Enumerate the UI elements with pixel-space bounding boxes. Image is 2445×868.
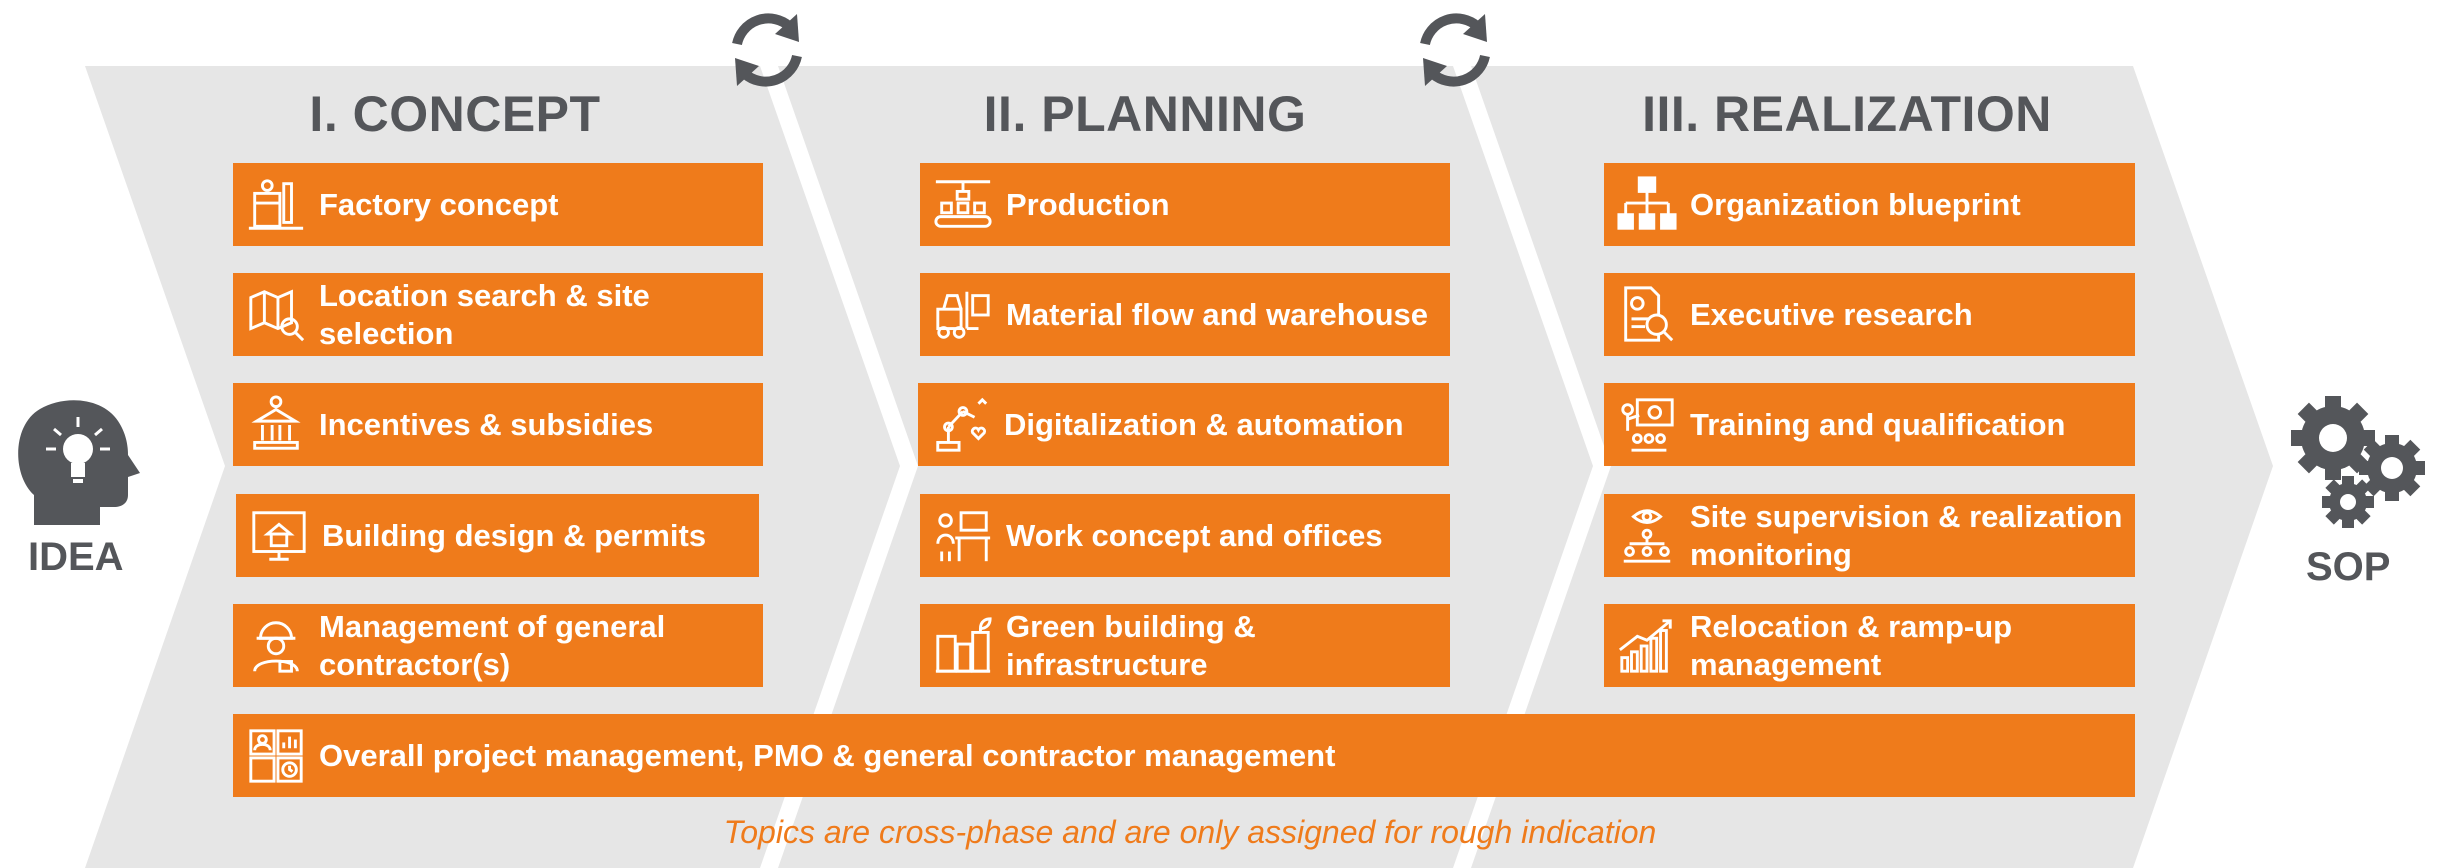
topic-box-material-flow: Material flow and warehouse xyxy=(920,273,1450,356)
topic-box-incentives: Incentives & subsidies xyxy=(233,383,763,466)
topic-box-relocation: Relocation & ramp-up management xyxy=(1604,604,2135,687)
topic-box-training: Training and qualification xyxy=(1604,383,2135,466)
training-presentation-icon xyxy=(1604,383,1690,466)
dashboard-icon xyxy=(233,714,319,797)
topic-label: Digitalization & automation xyxy=(1004,406,1404,442)
topic-box-executive-research: Executive research xyxy=(1604,273,2135,356)
topic-label: Incentives & subsidies xyxy=(319,406,654,442)
cycle-arrows-icon xyxy=(732,13,802,87)
topic-label: Material flow and warehouse xyxy=(1006,296,1429,332)
contractor-worker-icon xyxy=(233,604,319,687)
footnote: Topics are cross-phase and are only assi… xyxy=(723,814,1657,850)
topic-box-organization-blueprint: Organization blueprint xyxy=(1604,163,2135,246)
production-line-icon xyxy=(920,163,1006,246)
robot-arm-icon xyxy=(918,383,1004,466)
end-label: SOP xyxy=(2306,545,2391,589)
topic-box-site-supervision: Site supervision & realization monitorin… xyxy=(1604,494,2135,577)
map-search-icon xyxy=(233,273,319,356)
topic-box-overall-project-management: Overall project management, PMO & genera… xyxy=(233,714,2135,797)
topic-label: Site supervision & realization monitorin… xyxy=(1690,498,2123,572)
topic-box-work-concept: Work concept and offices xyxy=(920,494,1450,577)
topic-label: Organization blueprint xyxy=(1690,186,2021,222)
topic-label: Training and qualification xyxy=(1690,406,2066,442)
phase-title-planning: II. PLANNING xyxy=(983,86,1307,142)
forklift-icon xyxy=(920,273,1006,356)
topic-box-contractor-management: Management of general contractor(s) xyxy=(233,604,763,687)
topic-label: Production xyxy=(1006,186,1170,222)
topic-box-digitalization: Digitalization & automation xyxy=(918,383,1449,466)
topic-label: Relocation & ramp-up management xyxy=(1690,608,2013,682)
office-desk-icon xyxy=(920,494,1006,577)
factory-concept-icon xyxy=(233,163,319,246)
gears-icon xyxy=(2291,396,2425,528)
building-design-icon xyxy=(236,494,322,577)
ramp-up-chart-icon xyxy=(1604,604,1690,687)
topic-box-location-search: Location search & site selection xyxy=(233,273,763,356)
topic-label: Management of general contractor(s) xyxy=(319,608,666,682)
idea-head-icon xyxy=(18,400,140,525)
topic-label: Building design & permits xyxy=(322,517,707,553)
topic-label: Executive research xyxy=(1690,296,1973,332)
topic-box-factory-concept: Factory concept xyxy=(233,163,763,246)
supervision-team-icon xyxy=(1604,494,1690,577)
org-chart-icon xyxy=(1604,163,1690,246)
cycle-arrows-icon xyxy=(1420,13,1490,87)
topic-box-production: Production xyxy=(920,163,1450,246)
topic-box-green-building: Green building & infrastructure xyxy=(920,604,1450,687)
topic-label: Green building & infrastructure xyxy=(1006,608,1256,682)
topic-label: Location search & site selection xyxy=(319,277,650,351)
start-label: IDEA xyxy=(28,535,124,579)
topic-box-building-design: Building design & permits xyxy=(236,494,759,577)
subsidy-bank-icon xyxy=(233,383,319,466)
phase-title-concept: I. CONCEPT xyxy=(309,86,601,142)
topic-label: Factory concept xyxy=(319,186,559,222)
topic-label: Overall project management, PMO & genera… xyxy=(319,737,1336,773)
topic-label: Work concept and offices xyxy=(1006,517,1383,553)
phase-title-realization: III. REALIZATION xyxy=(1642,86,2052,142)
document-search-icon xyxy=(1604,273,1690,356)
green-building-icon xyxy=(920,604,1006,687)
